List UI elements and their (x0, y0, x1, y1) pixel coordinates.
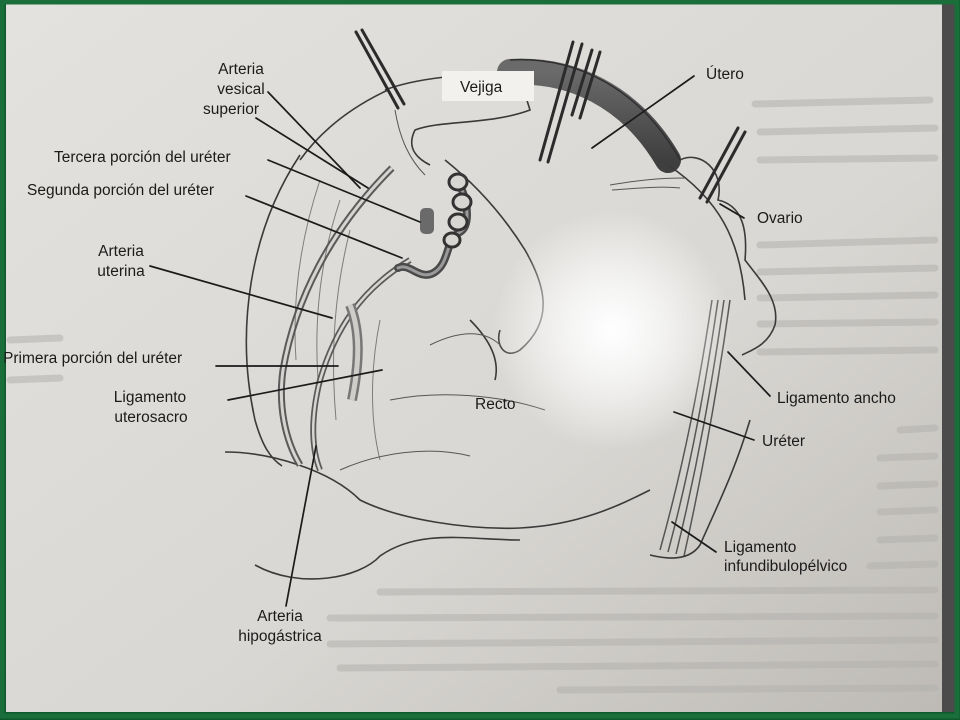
label-arteria-hipogastrica: Arteria hipogástrica (238, 608, 322, 645)
pelvis-drawing (224, 28, 777, 580)
label-ligamento-ancho: Ligamento ancho (777, 390, 896, 407)
label-tercera-porcion-ureter: Tercera porción del uréter (54, 149, 231, 166)
svg-text:Arteria: Arteria (98, 243, 144, 260)
label-ureter: Uréter (762, 433, 805, 450)
svg-text:Ligamento: Ligamento (724, 539, 796, 556)
svg-text:Arteria: Arteria (218, 61, 264, 78)
label-utero: Útero (706, 66, 744, 83)
svg-text:uterina: uterina (97, 263, 145, 280)
label-ovario: Ovario (757, 210, 803, 227)
svg-text:infundibulopélvico: infundibulopélvico (724, 558, 847, 575)
page-edge-shadow (942, 4, 956, 712)
svg-text:hipogástrica: hipogástrica (238, 628, 322, 645)
svg-text:uterosacro: uterosacro (114, 409, 187, 426)
svg-text:Ligamento: Ligamento (114, 389, 186, 406)
leader-lines (149, 75, 771, 607)
label-ligamento-infundibulopelvico: Ligamento infundibulopélvico (724, 539, 847, 575)
svg-text:Arteria: Arteria (257, 608, 303, 625)
label-segunda-porcion-ureter: Segunda porción del uréter (27, 182, 214, 199)
label-primera-porcion-ureter: Primera porción del uréter (3, 350, 182, 367)
svg-text:vesical: vesical (217, 81, 264, 98)
background-text-lines (6, 96, 939, 694)
label-ligamento-uterosacro: Ligamento uterosacro (114, 389, 188, 426)
vejiga-label-box (442, 71, 534, 101)
label-arteria-uterina: Arteria uterina (97, 243, 145, 280)
photo-glare (492, 210, 732, 450)
label-vejiga: Vejiga (460, 79, 503, 96)
svg-text:superior: superior (203, 101, 259, 118)
label-arteria-vesical-superior: Arteria vesical superior (203, 61, 265, 118)
label-recto: Recto (475, 396, 516, 413)
